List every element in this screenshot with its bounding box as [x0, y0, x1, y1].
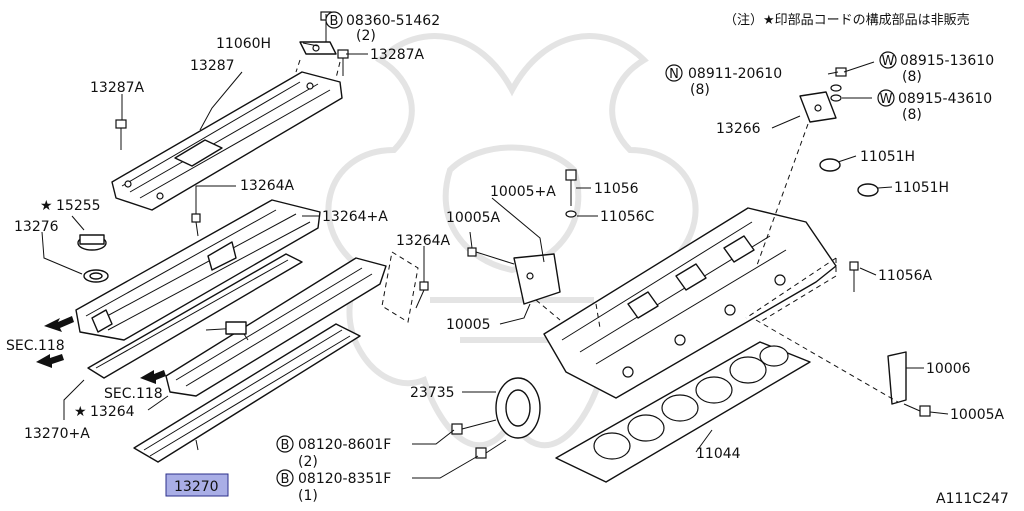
bolt-10005A-right[interactable]	[903, 403, 931, 417]
gasket-13270plusA[interactable]	[87, 253, 303, 379]
label-13270plusA[interactable]: 13270+A	[24, 426, 90, 442]
label-11056[interactable]: 11056	[594, 181, 639, 197]
label-10005A-top[interactable]: 10005A	[446, 210, 501, 226]
label-08120-8601F[interactable]: B 08120-8601F (2)	[276, 435, 391, 470]
label-text: 13270	[174, 479, 219, 495]
label-text: 15255	[56, 198, 101, 214]
bracket-13266[interactable]	[799, 91, 837, 123]
washer-w-mark: W	[882, 54, 895, 69]
label-text: 08911-20610	[688, 66, 782, 82]
label-text: 08120-8601F	[298, 437, 391, 453]
harness-tube	[205, 321, 249, 341]
bolt-11056A[interactable]	[849, 261, 859, 292]
label-text: 08120-8351F	[298, 471, 391, 487]
label-13287[interactable]: 13287	[190, 58, 235, 74]
label-13270-highlighted[interactable]: 13270	[165, 473, 229, 497]
bracket-10006[interactable]	[887, 351, 907, 405]
nut-n-mark: N	[669, 67, 679, 82]
figure-code: A111C247	[936, 491, 1009, 507]
note-text: （注）★印部品コードの構成部品は非販売	[724, 12, 970, 28]
washer-w-mark: W	[880, 92, 893, 107]
rocker-cover-13287[interactable]	[111, 71, 343, 211]
head-gasket-11044[interactable]	[555, 341, 811, 483]
oil-seal-23735[interactable]	[495, 377, 541, 439]
label-23735[interactable]: 23735	[410, 385, 455, 401]
label-08120-8351F[interactable]: B 08120-8351F (1)	[276, 469, 391, 504]
label-10005A-right[interactable]: 10005A	[950, 407, 1005, 423]
label-13287A-left[interactable]: 13287A	[90, 80, 145, 96]
bolt-b-mark: B	[281, 472, 290, 487]
label-11056A[interactable]: 11056A	[878, 268, 933, 284]
bolt-08120-8601F[interactable]	[451, 419, 497, 435]
qty-text: (8)	[902, 107, 922, 123]
label-11060H[interactable]: 11060H	[216, 36, 271, 52]
label-10006[interactable]: 10006	[926, 361, 971, 377]
qty-text: (1)	[298, 488, 318, 504]
label-08360-51462[interactable]: B 08360-51462 (2)	[325, 11, 440, 44]
bolt-13287A-left[interactable]	[115, 119, 127, 150]
star-mark: ★	[40, 198, 53, 214]
bolt-08120-8351F[interactable]	[475, 439, 507, 459]
label-10005[interactable]: 10005	[446, 317, 491, 333]
seal-13276[interactable]	[83, 269, 109, 283]
cap-15255[interactable]	[77, 234, 107, 251]
cam-cover-13264A[interactable]	[165, 257, 387, 397]
label-13264A-top[interactable]: 13264A	[240, 178, 295, 194]
cam-cover-13264[interactable]	[75, 199, 321, 341]
star-mark: ★	[74, 404, 87, 420]
label-08915-43610[interactable]: W 08915-43610 (8)	[877, 89, 992, 123]
qty-text: (2)	[298, 454, 318, 470]
bolt-b-mark: B	[281, 438, 290, 453]
label-sec118-a[interactable]: SEC.118	[6, 338, 65, 354]
label-sec118-b[interactable]: SEC.118	[104, 386, 163, 402]
label-15255[interactable]: ★ 15255	[40, 198, 101, 214]
bolt-11056[interactable]	[565, 169, 577, 206]
bracket-10005[interactable]	[513, 253, 561, 305]
plug-11051H-a[interactable]	[819, 158, 841, 172]
bracket-11060H[interactable]	[299, 41, 337, 55]
bolt-13264A-mid[interactable]	[415, 281, 429, 309]
label-13266[interactable]: 13266	[716, 121, 761, 137]
label-11044[interactable]: 11044	[696, 446, 741, 462]
label-text: 08360-51462	[346, 13, 440, 29]
label-13264A-mid[interactable]: 13264A	[396, 233, 451, 249]
label-text: 13264	[90, 404, 135, 420]
label-11051H-b[interactable]: 11051H	[894, 180, 949, 196]
washer-11056C[interactable]	[565, 210, 577, 218]
label-13264plusA[interactable]: 13264+A	[322, 209, 388, 225]
label-11051H-a[interactable]: 11051H	[860, 149, 915, 165]
qty-text: (8)	[902, 69, 922, 85]
label-11056C[interactable]: 11056C	[600, 209, 655, 225]
qty-text: (8)	[690, 82, 710, 98]
label-08915-13610[interactable]: W 08915-13610 (8)	[879, 51, 994, 85]
gasket-13270[interactable]	[133, 323, 361, 463]
cylinder-head-11040[interactable]	[543, 207, 837, 399]
relation-lines	[295, 59, 899, 403]
label-text: 08915-13610	[900, 53, 994, 69]
label-13264[interactable]: ★ 13264	[74, 404, 135, 420]
leader-lines	[41, 14, 949, 479]
sec118-arrow-a[interactable]	[44, 316, 74, 332]
sec118-arrow-c[interactable]	[140, 370, 166, 384]
label-text: 08915-43610	[898, 91, 992, 107]
qty-text: (2)	[356, 28, 376, 44]
plug-11051H-b[interactable]	[857, 183, 879, 197]
label-13287A-top[interactable]: 13287A	[370, 47, 425, 63]
label-10005plusA[interactable]: 10005+A	[490, 184, 556, 200]
bolt-13264A-top[interactable]	[191, 213, 201, 237]
label-08911-20610[interactable]: N 08911-20610 (8)	[665, 64, 782, 98]
bolt-b-mark: B	[330, 14, 339, 29]
washer-08915[interactable]	[830, 84, 842, 102]
label-13276[interactable]: 13276	[14, 219, 59, 235]
sec118-arrow-b[interactable]	[36, 354, 64, 368]
